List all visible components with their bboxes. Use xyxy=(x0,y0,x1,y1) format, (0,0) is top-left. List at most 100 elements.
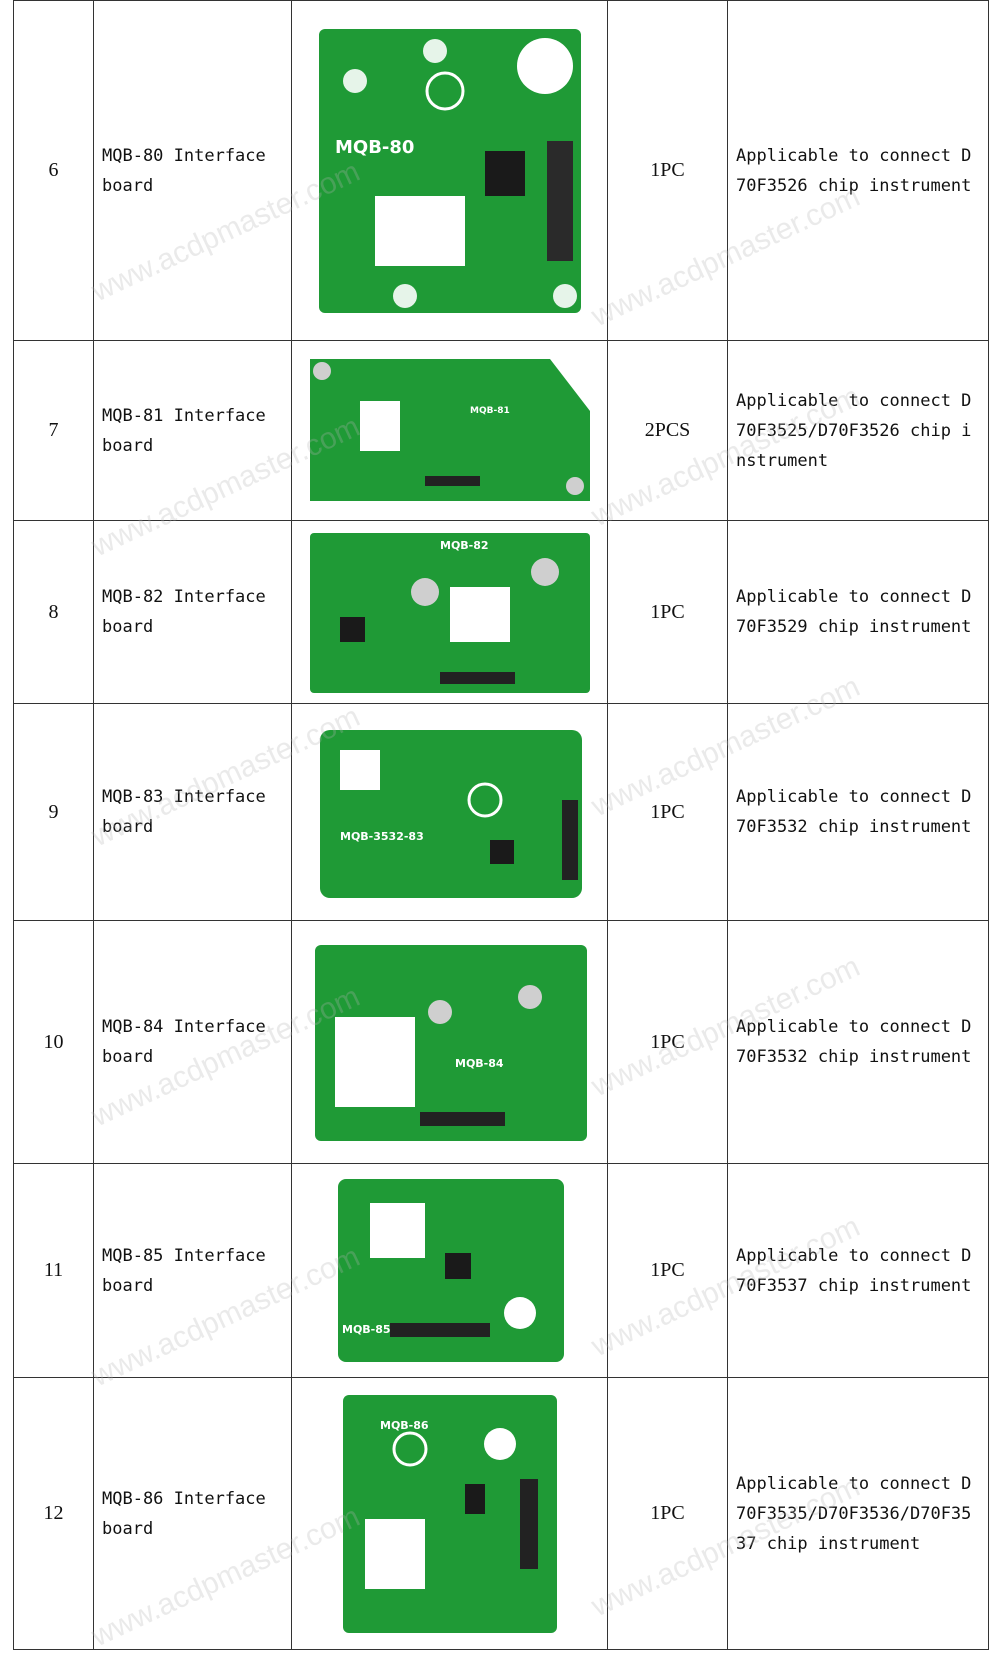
pcb-screw xyxy=(427,1000,452,1024)
table-row: 10 MQB-84 Interface board MQB-84 1PC Appl… xyxy=(13,920,989,1164)
board-label: MQB-80 xyxy=(335,137,414,158)
pcb-lock-ring xyxy=(467,782,502,817)
product-name-line: MQB-84 Interface xyxy=(102,1017,266,1037)
row-number: 8 xyxy=(13,520,94,704)
pcb-screw xyxy=(565,476,584,495)
pcb-cutout xyxy=(449,587,510,642)
product-name-line: board xyxy=(102,1047,154,1067)
board-label: MQB-85 xyxy=(342,1323,391,1336)
pcb-header xyxy=(561,799,578,880)
row-number: 12 xyxy=(13,1377,94,1650)
pcb-screw xyxy=(517,985,542,1009)
quantity: 2PCS xyxy=(607,340,728,521)
board-label: MQB-84 xyxy=(455,1057,504,1070)
product-table-container: 6 MQB-80 Interface board MQB-80 xyxy=(13,0,989,1650)
pcb-screw xyxy=(410,578,439,606)
product-name: MQB-80 Interface board xyxy=(93,0,292,341)
product-image-cell: MQB-86 xyxy=(291,1377,608,1650)
product-name-line: board xyxy=(102,1518,154,1539)
product-name-line: board xyxy=(102,1275,154,1296)
pcb-cutout xyxy=(369,1203,425,1258)
product-name: MQB-86 Interface board xyxy=(93,1377,292,1650)
row-number: 6 xyxy=(13,0,94,341)
pcb-header xyxy=(419,1112,505,1126)
row-number: 9 xyxy=(13,703,94,921)
pcb-body xyxy=(309,358,590,501)
product-image-cell: MQB-82 xyxy=(291,520,608,704)
product-name-line: board xyxy=(102,817,154,837)
product-name-line: MQB-85 Interface xyxy=(102,1245,266,1266)
quantity: 1PC xyxy=(607,1163,728,1378)
product-name-line: MQB-81 Interface xyxy=(102,405,266,426)
product-image-cell: MQB-84 xyxy=(291,920,608,1164)
pcb-chip xyxy=(464,1483,485,1514)
pcb-led xyxy=(342,68,367,93)
pcb-screw xyxy=(530,558,559,586)
product-name-line: MQB-80 Interface xyxy=(102,145,266,166)
board-image: MQB-3532-83 xyxy=(319,729,582,898)
pcb-cutout xyxy=(374,195,465,266)
row-number: 10 xyxy=(13,920,94,1164)
board-label: MQB-82 xyxy=(440,539,489,552)
board-image: MQB-80 xyxy=(318,28,581,313)
pcb-header xyxy=(546,140,573,261)
product-name: MQB-82 Interface board xyxy=(93,520,292,704)
quantity: 1PC xyxy=(607,520,728,704)
board-label: MQB-3532-83 xyxy=(340,830,424,843)
pcb-marker xyxy=(483,1427,516,1460)
product-name-line: MQB-83 Interface xyxy=(102,787,266,807)
pcb-chip xyxy=(339,617,365,642)
description: Applicable to connect D70F3526 chip inst… xyxy=(727,0,989,341)
pcb-cutout xyxy=(334,1017,415,1107)
board-label: MQB-81 xyxy=(470,406,510,416)
table-row: 6 MQB-80 Interface board MQB-80 xyxy=(13,0,989,341)
table-row: 12 MQB-86 Interface board MQB-86 1PC Appl… xyxy=(13,1377,989,1650)
pcb-marker xyxy=(516,37,573,94)
row-number: 11 xyxy=(13,1163,94,1378)
product-image-cell: MQB-85 xyxy=(291,1163,608,1378)
pcb-marker xyxy=(503,1297,536,1329)
board-image: MQB-81 xyxy=(309,358,590,501)
product-name-line: MQB-86 Interface xyxy=(102,1488,266,1509)
pcb-lock-ring xyxy=(392,1431,427,1466)
quantity: 1PC xyxy=(607,0,728,341)
row-number: 7 xyxy=(13,340,94,521)
product-image-cell: MQB-80 xyxy=(291,0,608,341)
product-name-line: board xyxy=(102,617,154,637)
board-label: MQB-86 xyxy=(380,1419,429,1432)
description: Applicable to connect D70F3529 chip inst… xyxy=(727,520,989,704)
pcb-header xyxy=(424,475,480,486)
quantity: 1PC xyxy=(607,703,728,921)
pcb-header xyxy=(389,1323,490,1337)
product-name: MQB-83 Interface board xyxy=(93,703,292,921)
pcb-led xyxy=(392,283,417,308)
product-name-line: MQB-82 Interface xyxy=(102,587,266,607)
pcb-cutout xyxy=(359,400,400,451)
description: Applicable to connect D70F3532 chip inst… xyxy=(727,920,989,1164)
quantity: 1PC xyxy=(607,920,728,1164)
description: Applicable to connect D70F3532 chip inst… xyxy=(727,703,989,921)
product-name-line: board xyxy=(102,175,154,196)
description: Applicable to connect D70F3535/D70F3536/… xyxy=(727,1377,989,1650)
board-image: MQB-84 xyxy=(314,945,587,1141)
quantity: 1PC xyxy=(607,1377,728,1650)
pcb-cutout xyxy=(339,749,380,790)
product-table: 6 MQB-80 Interface board MQB-80 xyxy=(13,0,989,1650)
product-name: MQB-84 Interface board xyxy=(93,920,292,1164)
pcb-cutout xyxy=(364,1518,425,1589)
pcb-header xyxy=(439,672,515,684)
product-name: MQB-81 Interface board xyxy=(93,340,292,521)
pcb-body xyxy=(319,729,582,898)
product-name: MQB-85 Interface board xyxy=(93,1163,292,1378)
product-name-line: board xyxy=(102,435,154,456)
product-image-cell: MQB-81 xyxy=(291,340,608,521)
pcb-led xyxy=(422,38,447,63)
board-image: MQB-86 xyxy=(342,1394,557,1633)
board-image: MQB-82 xyxy=(309,533,590,693)
board-image: MQB-85 xyxy=(337,1179,564,1362)
pcb-led xyxy=(552,283,577,308)
pcb-screw xyxy=(312,361,331,380)
